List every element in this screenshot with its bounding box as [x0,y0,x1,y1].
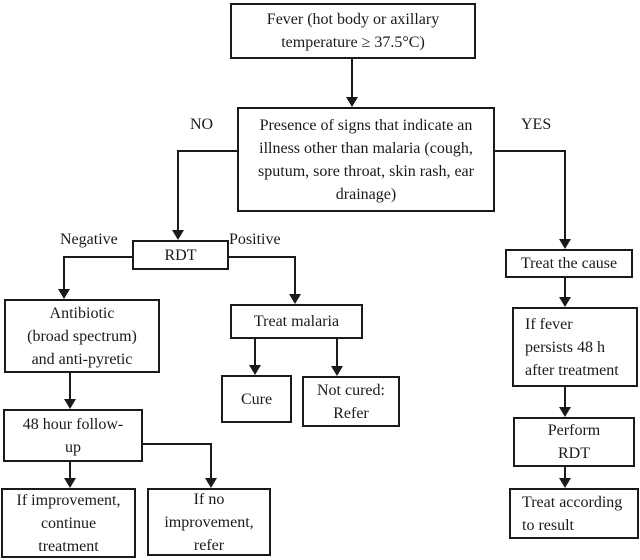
node-antibiotic-label: Antibiotic (broad spectrum) and anti-pyr… [27,304,137,368]
connector-malaria-not-cured [336,339,338,366]
node-fever-persists: If fever persists 48 h after treatment [512,307,638,387]
node-48h-followup-label: 48 hour follow- up [22,415,124,456]
arrowhead-negative-antibiotic [58,289,70,299]
connector-antibiotic-followup [69,373,71,399]
node-treat-the-cause: Treat the cause [505,249,633,278]
arrowhead-malaria-cure [249,365,261,375]
node-fever: Fever (hot body or axillary temperature … [230,3,476,59]
node-treat-malaria: Treat malaria [230,304,363,339]
node-no-improvement-refer-label: If no improvement, refer [164,490,254,554]
arrowhead-positive-treat-malaria [289,294,301,304]
node-not-cured-refer-label: Not cured: Refer [317,381,385,422]
connector-yes-horizontal [495,150,566,152]
connector-cause-persists [564,278,566,297]
node-antibiotic: Antibiotic (broad spectrum) and anti-pyr… [4,299,160,373]
connector-persists-perform-rdt [564,387,566,407]
arrowhead-perform-rdt-result [559,478,571,488]
node-cure-label: Cure [240,390,273,408]
connector-followup-no-improvement-horizontal [143,443,212,445]
arrowhead-malaria-not-cured [331,366,343,376]
node-rdt: RDT [132,240,229,270]
arrowhead-persists-perform-rdt [559,407,571,417]
arrowhead-no-rdt [172,230,184,240]
connector-fever-signs [351,59,353,98]
connector-perform-rdt-result [564,467,566,479]
connector-yes-vertical [564,150,566,239]
node-improvement-continue: If improvement, continue treatment [1,488,136,558]
connector-positive-vertical [294,256,296,294]
node-not-cured-refer: Not cured: Refer [302,376,400,427]
branch-label-negative: Negative [60,230,118,250]
node-improvement-continue-label: If improvement, continue treatment [16,491,121,555]
node-other-illness-signs-label: Presence of signs that indicate an illne… [258,116,474,203]
connector-malaria-cure [254,339,256,365]
connector-followup-improvement [69,462,71,478]
connector-negative-horizontal [63,256,132,258]
branch-label-no: NO [190,115,214,135]
arrowhead-yes-treat-cause [559,239,571,249]
connector-no-vertical [177,150,179,230]
arrowhead-followup-improvement [64,478,76,488]
node-fever-label: Fever (hot body or axillary temperature … [266,11,440,51]
node-fever-persists-label: If fever persists 48 h after treatment [525,315,619,379]
node-treat-malaria-label: Treat malaria [253,313,340,330]
connector-positive-horizontal [229,256,296,258]
node-perform-rdt: Perform RDT [513,417,635,467]
node-no-improvement-refer: If no improvement, refer [147,488,271,556]
arrowhead-antibiotic-followup [64,399,76,409]
node-treat-the-cause-label: Treat the cause [520,255,618,272]
branch-label-yes: YES [521,115,552,135]
arrowhead-followup-no-improvement [205,478,217,488]
node-48h-followup: 48 hour follow- up [3,409,143,462]
connector-negative-vertical [63,256,65,289]
node-treat-according-to-result-label: Treat according to result [522,493,623,534]
connector-no-horizontal [177,150,237,152]
node-other-illness-signs: Presence of signs that indicate an illne… [237,107,495,212]
node-rdt-label: RDT [164,246,197,264]
node-treat-according-to-result: Treat according to result [509,488,639,539]
arrowhead-cause-persists [559,297,571,307]
connector-followup-no-improvement-vertical [210,443,212,478]
node-cure: Cure [221,375,292,423]
branch-label-positive: Positive [229,230,281,250]
node-perform-rdt-label: Perform RDT [547,422,601,462]
arrowhead-fever-signs [346,97,358,107]
